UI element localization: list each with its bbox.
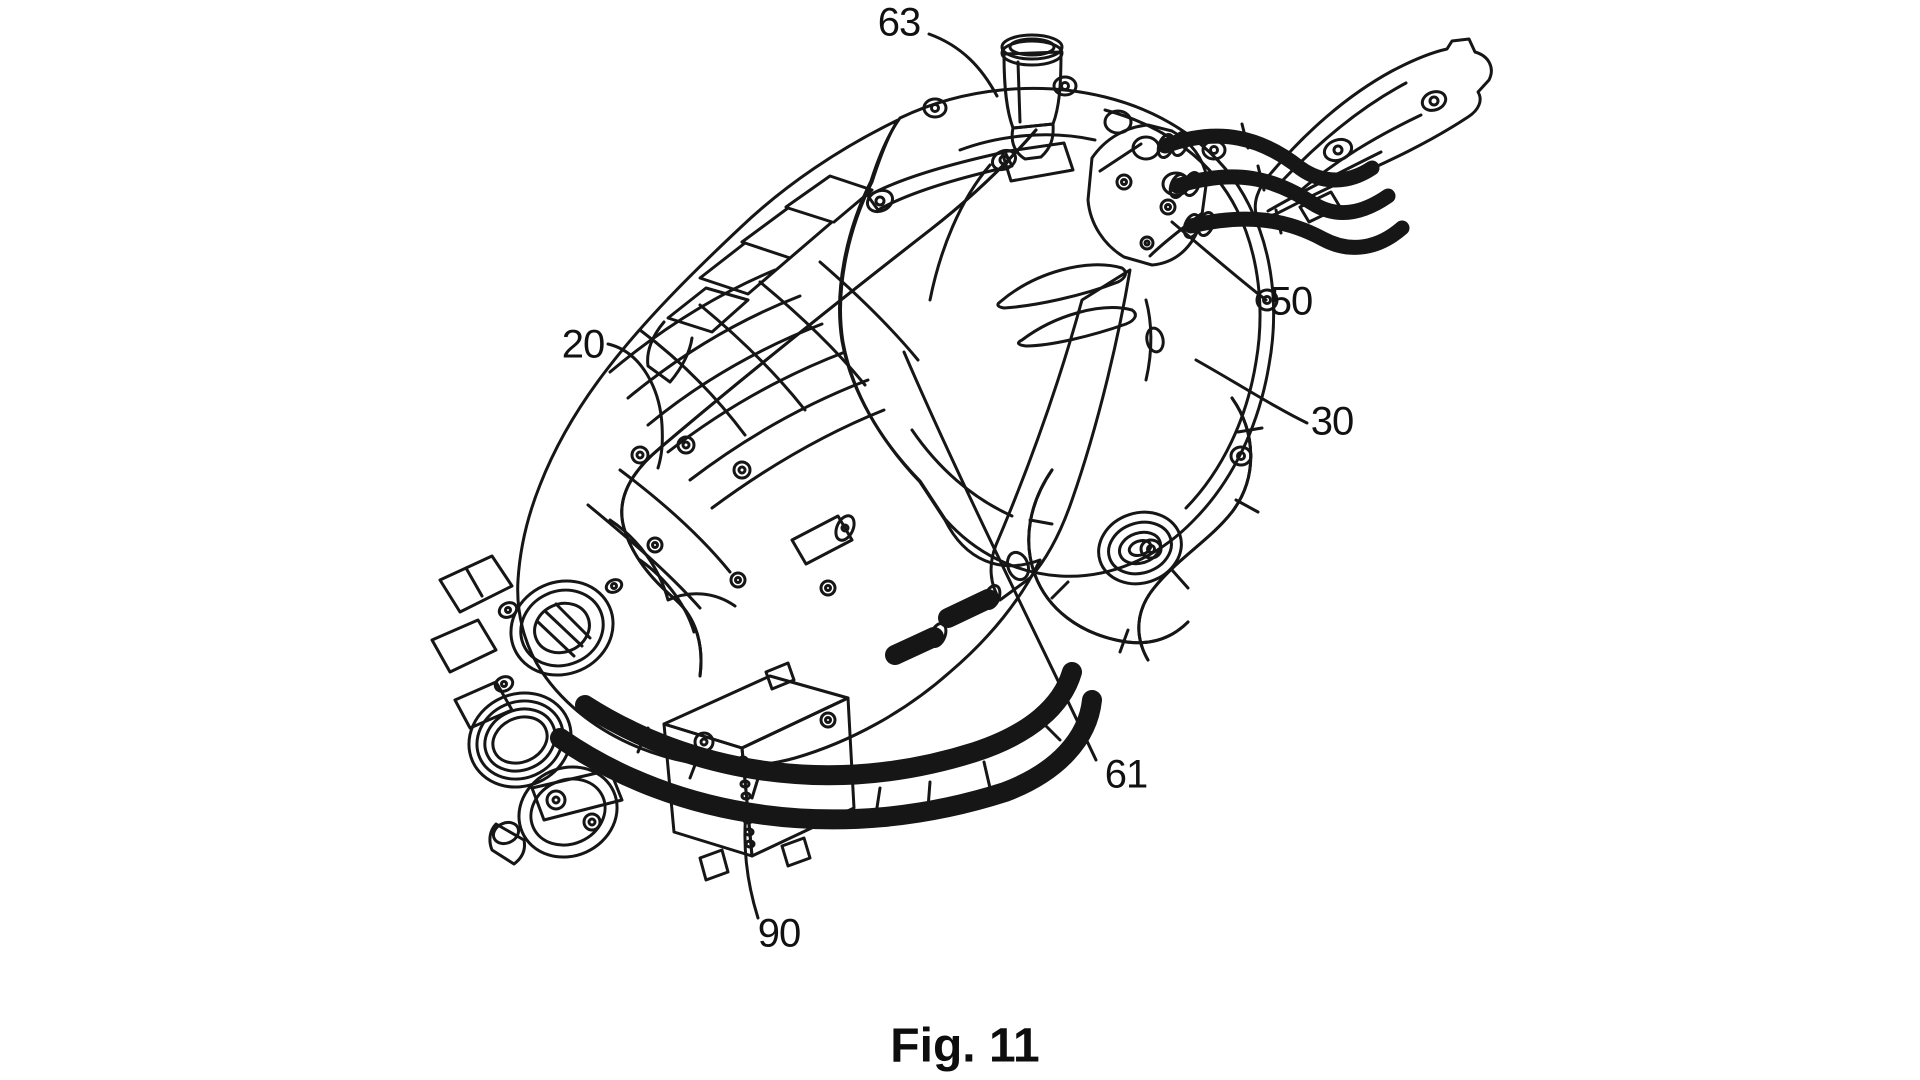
oil-cooler [662, 661, 856, 882]
ref-numeral-50: 50 [1269, 279, 1313, 324]
hydraulic-pipes [1156, 122, 1410, 255]
leader-30 [1194, 358, 1309, 425]
breather-tube [1000, 33, 1075, 183]
right-hoses [885, 396, 1264, 665]
leader-20 [606, 342, 664, 470]
ref-numeral-61: 61 [1104, 752, 1148, 797]
bell-housing [838, 75, 1279, 578]
ref-numeral-20: 20 [561, 322, 605, 367]
suction-pipe [620, 128, 1038, 678]
bottom-hoses [550, 662, 1102, 830]
figure-caption: Fig. 11 [890, 1019, 1040, 1073]
leader-lines [606, 32, 1309, 920]
ref-numeral-63: 63 [877, 0, 921, 45]
ref-numeral-30: 30 [1310, 399, 1354, 444]
leader-50 [1170, 220, 1268, 302]
leader-61 [902, 350, 1098, 762]
ref-numeral-90: 90 [757, 911, 801, 956]
gear-case [430, 118, 1137, 768]
leader-90 [743, 800, 760, 920]
leader-63 [927, 32, 999, 98]
left-end-ports [467, 578, 624, 866]
